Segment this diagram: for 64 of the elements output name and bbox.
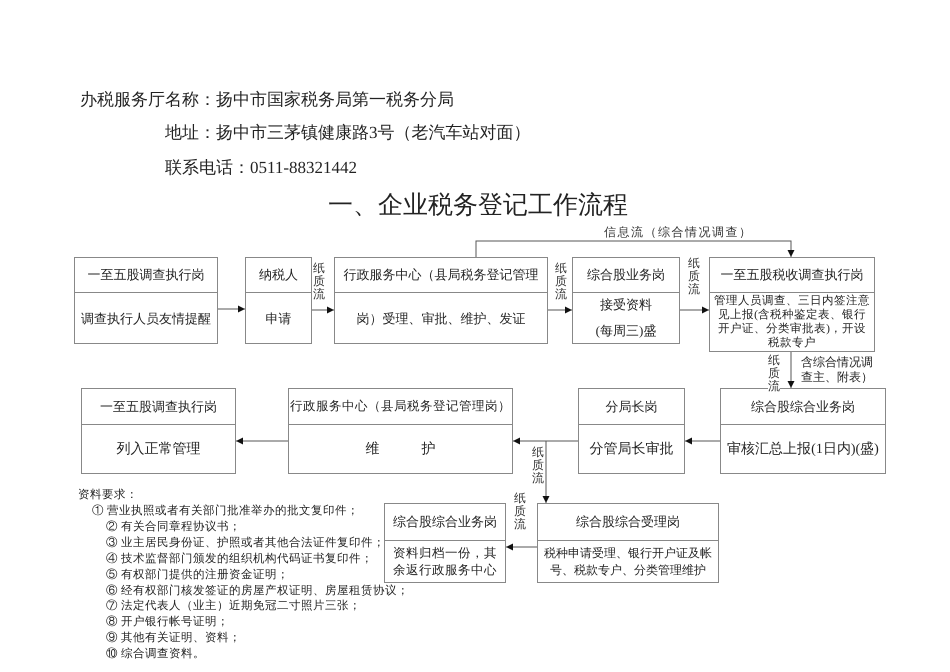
- list-item: ② 有关合同章程协议书；: [106, 520, 241, 535]
- list-item: ⑦ 法定代表人（业主）近期免冠二寸照片三张；: [106, 599, 361, 614]
- box-text: 税种申请受理、银行开户证及帐号、税款专户、分类管理维护: [543, 544, 713, 578]
- box-heading: 纳税人: [259, 267, 298, 283]
- box-heading: 综合股综合业务岗: [393, 514, 497, 530]
- box-heading: 综合股综合业务岗: [751, 398, 855, 414]
- info-text: 联系电话：0511-88321442: [165, 157, 358, 179]
- arrow: [542, 440, 578, 504]
- process-box: [245, 257, 312, 344]
- list-item: ④ 技术监督部门颁发的组织机构代码证书复印件；: [106, 552, 373, 567]
- box-heading: 行政服务中心（县局税务登记管理岗）: [290, 398, 511, 414]
- box-text: 接受资料(每周三)盛: [594, 296, 658, 340]
- box-text: 审核汇总上报(1日内)(盛): [727, 440, 879, 458]
- edge-label: 纸质流: [532, 446, 544, 485]
- edge-label: 纸质流: [514, 492, 526, 531]
- list-item: ⑧ 开户银行帐号证明；: [106, 615, 229, 630]
- process-box: [334, 257, 548, 344]
- process-box: [537, 503, 719, 583]
- diagram-title: 一、企业税务登记工作流程: [328, 190, 628, 220]
- edge-label: 纸质流: [768, 354, 780, 393]
- box-text: 分管局长审批: [590, 440, 674, 458]
- box-text: 调查执行人员友情提醒: [81, 310, 211, 326]
- box-text: 岗）受理、审批、维护、发证: [356, 310, 526, 326]
- process-box: [384, 503, 506, 583]
- process-box: [578, 388, 685, 474]
- flow-note: 含综合情况调查主、附表）: [801, 355, 874, 385]
- box-text: 列入正常管理: [116, 440, 200, 458]
- box-heading: 综合股综合受理岗: [576, 514, 680, 530]
- process-box: [288, 388, 513, 474]
- edge-label: 纸质流: [688, 257, 700, 296]
- arrow: [476, 240, 794, 258]
- box-text: 维 护: [366, 440, 436, 458]
- notes-heading: 资料要求：: [78, 488, 138, 503]
- list-item: ⑥ 经有权部门核发签证的房屋产权证明、房屋租赁协议；: [106, 584, 409, 598]
- arrow: [312, 306, 334, 314]
- info-text: 办税服务厅名称：扬中市国家税务局第一税务分局: [80, 89, 454, 111]
- box-text: 资料归档一份，其余返行政服务中心: [392, 544, 498, 578]
- process-box: [74, 257, 218, 344]
- process-box: [572, 257, 680, 344]
- list-item: ⑨ 其他有关证明、资料；: [106, 631, 241, 646]
- process-box: [81, 388, 236, 474]
- list-item: ⑤ 有权部门提供的注册资金证明；: [106, 568, 289, 583]
- list-item: ③ 业主居民身份证、护照或者其他合法证件复印件；: [106, 536, 385, 551]
- box-heading: 分局长岗: [606, 398, 658, 414]
- arrow: [684, 438, 720, 444]
- arrow: [218, 306, 246, 312]
- list-item: ⑩ 综合调查资料。: [106, 647, 205, 662]
- arrow: [236, 438, 288, 444]
- edge-label: 纸质流: [555, 262, 567, 301]
- process-box: [709, 257, 875, 352]
- info-text: 地址：扬中市三茅镇健康路3号（老汽车站对面）: [165, 122, 530, 144]
- arrow: [788, 352, 794, 388]
- box-heading: 行政服务中心（县局税务登记管理: [344, 267, 538, 283]
- box-text: 管理人员调查、三日内签注意见上报(含税种鉴定表、银行开户证、分类审批表)，开设税款专户: [714, 294, 870, 350]
- box-heading: 一至五股税收调查执行岗: [720, 267, 864, 283]
- box-heading: 一至五股调查执行岗: [100, 398, 217, 414]
- arrow: [548, 306, 572, 314]
- arrow: [506, 544, 538, 550]
- arrow: [680, 306, 710, 314]
- box-heading: 综合股业务岗: [587, 267, 665, 283]
- box-text: 申请: [266, 310, 292, 326]
- edge-label: 纸质流: [313, 262, 325, 301]
- box-heading: 一至五股调查执行岗: [88, 267, 204, 283]
- list-item: ① 营业执照或者有关部门批准举办的批文复印件；: [92, 504, 359, 519]
